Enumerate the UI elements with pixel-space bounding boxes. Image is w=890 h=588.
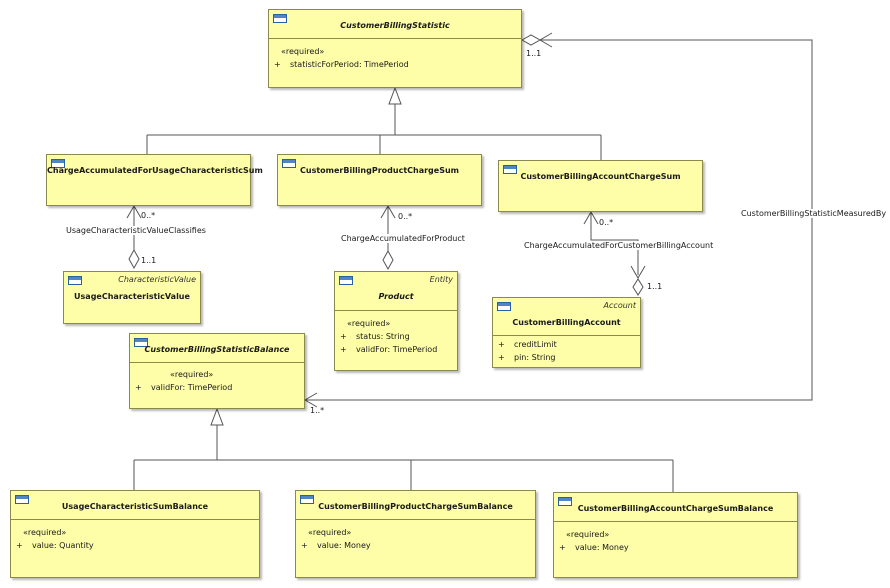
association-label: UsageCharacteristicValueClassifies bbox=[66, 226, 206, 235]
aggregation-diamond-statistic bbox=[520, 34, 542, 46]
class-icon bbox=[282, 159, 296, 168]
multiplicity-label: 1..1 bbox=[526, 49, 542, 58]
attribute: statisticForPeriod: TimePeriod bbox=[290, 60, 409, 69]
class-name: CustomerBillingStatisticBalance bbox=[144, 345, 290, 354]
class-name: ChargeAccumulatedForUsageCharacteristicS… bbox=[47, 166, 263, 175]
class-name: CustomerBillingAccountChargeSum bbox=[520, 172, 681, 181]
attribute: validFor: TimePeriod bbox=[151, 383, 233, 392]
class-type-label: Entity bbox=[429, 275, 453, 284]
attr-visibility: + bbox=[340, 345, 347, 354]
class-name: CustomerBillingStatistic bbox=[340, 21, 450, 30]
association-label: ChargeAccumulatedForProduct bbox=[341, 234, 465, 243]
class-customer-billing-statistic-balance[interactable]: CustomerBillingStatisticBalance «require… bbox=[129, 333, 305, 409]
stereotype-label: «required» bbox=[170, 370, 214, 379]
class-customer-billing-product-charge-sum[interactable]: CustomerBillingProductChargeSum bbox=[277, 154, 482, 206]
multiplicity-label: 1..1 bbox=[141, 256, 157, 265]
attr-visibility: + bbox=[274, 60, 281, 69]
multiplicity-label: 0..* bbox=[599, 218, 614, 227]
attr-visibility: + bbox=[498, 340, 505, 349]
compartment-divider bbox=[493, 335, 640, 336]
class-name: UsageCharacteristicSumBalance bbox=[61, 502, 209, 511]
multiplicity-label: 1..* bbox=[310, 406, 325, 415]
class-name: CustomerBillingAccountChargeSumBalance bbox=[577, 504, 774, 513]
attr-visibility: + bbox=[498, 353, 505, 362]
stereotype-label: «required» bbox=[566, 530, 610, 539]
class-icon bbox=[558, 497, 572, 506]
assoc-line-charge-accumulated-for-account bbox=[590, 212, 639, 275]
class-customer-billing-account-charge-sum[interactable]: CustomerBillingAccountChargeSum bbox=[498, 160, 703, 212]
compartment-divider bbox=[296, 519, 535, 520]
stereotype-label: «required» bbox=[23, 528, 67, 537]
aggregation-diamond-product bbox=[382, 249, 394, 271]
attribute: status: String bbox=[356, 332, 410, 341]
class-icon bbox=[273, 14, 287, 23]
association-label: CustomerBillingStatisticMeasuredBy bbox=[741, 209, 887, 218]
class-usage-characteristic-value[interactable]: CharacteristicValue UsageCharacteristicV… bbox=[63, 271, 201, 324]
class-icon bbox=[15, 495, 29, 504]
class-product[interactable]: Entity Product «required» + status: Stri… bbox=[334, 271, 458, 371]
attribute: validFor: TimePeriod bbox=[356, 345, 438, 354]
stereotype-label: «required» bbox=[347, 319, 391, 328]
class-name: CustomerBillingAccount bbox=[512, 318, 621, 327]
class-icon bbox=[51, 159, 65, 168]
attribute: pin: String bbox=[514, 353, 556, 362]
attribute: value: Money bbox=[317, 541, 371, 550]
class-usage-characteristic-sum-balance[interactable]: UsageCharacteristicSumBalance «required»… bbox=[10, 490, 260, 578]
attribute: creditLimit bbox=[514, 340, 557, 349]
generalization-triangle-2 bbox=[210, 407, 224, 426]
class-icon bbox=[68, 276, 82, 285]
stereotype-label: «required» bbox=[281, 47, 325, 56]
compartment-divider bbox=[11, 519, 259, 520]
compartment-divider bbox=[554, 521, 797, 522]
attribute: value: Quantity bbox=[32, 541, 94, 550]
generalization-connector-2 bbox=[133, 425, 674, 492]
class-type-label: CharacteristicValue bbox=[118, 275, 196, 284]
compartment-divider bbox=[335, 310, 457, 311]
class-name: Product bbox=[378, 292, 414, 301]
class-type-label: Account bbox=[603, 301, 636, 310]
stereotype-label: «required» bbox=[308, 528, 352, 537]
attribute: value: Money bbox=[575, 543, 629, 552]
arrowhead-product bbox=[380, 205, 396, 219]
class-customer-billing-statistic[interactable]: CustomerBillingStatistic «required» + st… bbox=[268, 9, 522, 88]
arrowhead-account-target bbox=[630, 265, 646, 279]
class-icon bbox=[339, 276, 353, 285]
generalization-connector bbox=[146, 104, 602, 160]
generalization-triangle bbox=[388, 86, 402, 105]
aggregation-diamond-account bbox=[632, 278, 644, 296]
class-icon bbox=[300, 495, 314, 504]
class-customer-billing-product-charge-sum-balance[interactable]: CustomerBillingProductChargeSumBalance «… bbox=[295, 490, 536, 578]
arrowhead-measured-target bbox=[304, 392, 318, 408]
class-icon bbox=[497, 302, 511, 311]
class-customer-billing-account-charge-sum-balance[interactable]: CustomerBillingAccountChargeSumBalance «… bbox=[553, 492, 798, 578]
attr-visibility: + bbox=[135, 383, 142, 392]
class-customer-billing-account[interactable]: Account CustomerBillingAccount + creditL… bbox=[492, 297, 641, 368]
attr-visibility: + bbox=[301, 541, 308, 550]
attr-visibility: + bbox=[340, 332, 347, 341]
association-label: ChargeAccumulatedForCustomerBillingAccou… bbox=[524, 241, 714, 250]
class-name: UsageCharacteristicValue bbox=[74, 292, 190, 301]
aggregation-diamond-usage bbox=[128, 248, 140, 270]
class-icon bbox=[503, 165, 517, 174]
compartment-divider bbox=[130, 362, 304, 363]
multiplicity-label: 1..1 bbox=[647, 282, 663, 291]
arrowhead-usage bbox=[126, 205, 142, 219]
multiplicity-label: 0..* bbox=[398, 212, 413, 221]
attr-visibility: + bbox=[559, 543, 566, 552]
class-name: CustomerBillingProductChargeSumBalance bbox=[318, 502, 513, 511]
multiplicity-label: 0..* bbox=[141, 211, 156, 220]
class-charge-accumulated-for-usage-characteristic-sum[interactable]: ChargeAccumulatedForUsageCharacteristicS… bbox=[46, 154, 263, 206]
attr-visibility: + bbox=[16, 541, 23, 550]
class-icon bbox=[134, 338, 148, 347]
class-name: CustomerBillingProductChargeSum bbox=[300, 166, 459, 175]
compartment-divider bbox=[269, 38, 521, 39]
assoc-line-measured-by bbox=[305, 39, 813, 401]
arrowhead-account bbox=[583, 211, 599, 225]
